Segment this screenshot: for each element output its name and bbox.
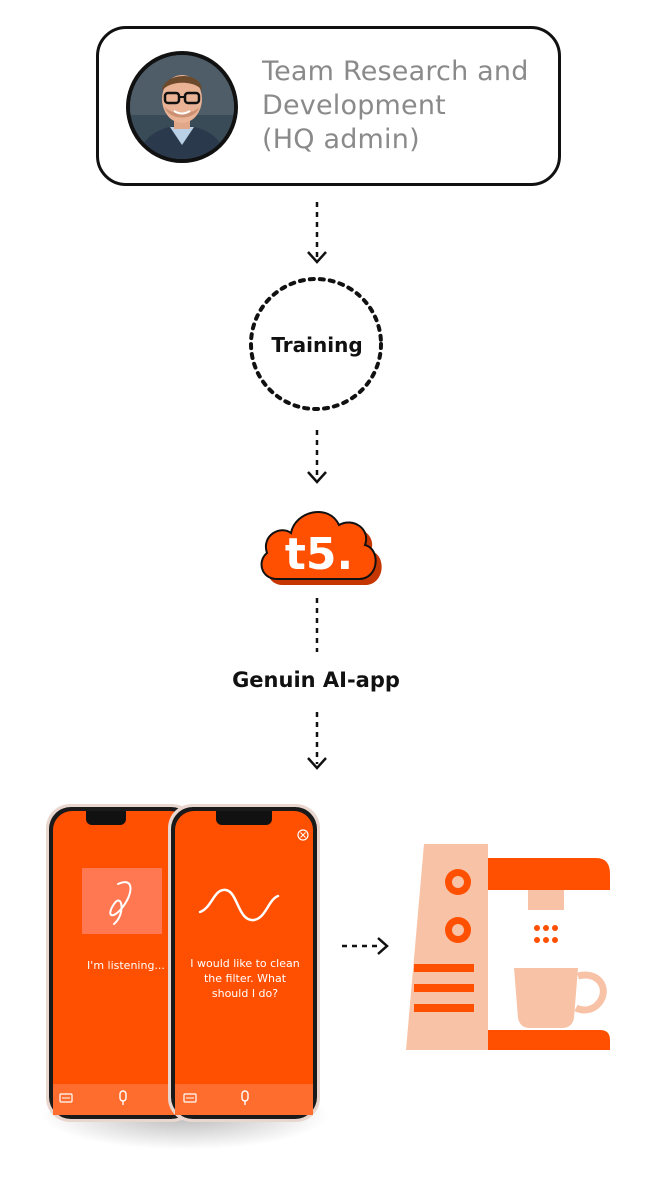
connector-line-3 <box>315 598 319 652</box>
t5-cloud-logo: t5. <box>260 510 382 585</box>
assistant-tile <box>82 868 162 934</box>
phone-back <box>46 804 196 1122</box>
connector-arrow-4 <box>307 712 327 770</box>
connector-arrow-5 <box>342 937 389 955</box>
connector-arrow-2 <box>307 430 327 484</box>
user-message-line-3: should I do? <box>211 987 279 1000</box>
profile-title-line-1: Team Research and <box>262 56 529 87</box>
coffee-machine-icon <box>406 844 610 1050</box>
profile-title-line-3: (HQ admin) <box>262 124 420 155</box>
close-icon[interactable] <box>297 829 309 841</box>
person-portrait-icon <box>130 55 234 159</box>
training-circle <box>249 277 383 411</box>
user-message-line-2: the filter. What <box>203 972 287 985</box>
user-message: I would like to clean the filter. What s… <box>186 956 304 1001</box>
assistant-glyph-icon <box>109 881 132 925</box>
phone-front <box>168 804 320 1122</box>
user-message-line-1: I would like to clean <box>190 957 300 970</box>
app-label: Genuin AI-app <box>232 668 400 692</box>
microphone-icon <box>119 1090 127 1105</box>
profile-title-line-2: Development <box>262 90 446 121</box>
connector-arrow-1 <box>307 202 327 264</box>
listening-status: I'm listening... <box>87 959 165 972</box>
voice-wave-icon <box>198 888 280 922</box>
training-label: Training <box>271 333 363 357</box>
microphone-icon[interactable] <box>241 1090 249 1105</box>
t5-logo-text: t5. <box>285 529 353 580</box>
keyboard-icon <box>59 1093 73 1103</box>
keyboard-icon[interactable] <box>183 1093 197 1103</box>
profile-title: Team Research and Development (HQ admin) <box>262 55 552 157</box>
avatar <box>126 51 238 163</box>
